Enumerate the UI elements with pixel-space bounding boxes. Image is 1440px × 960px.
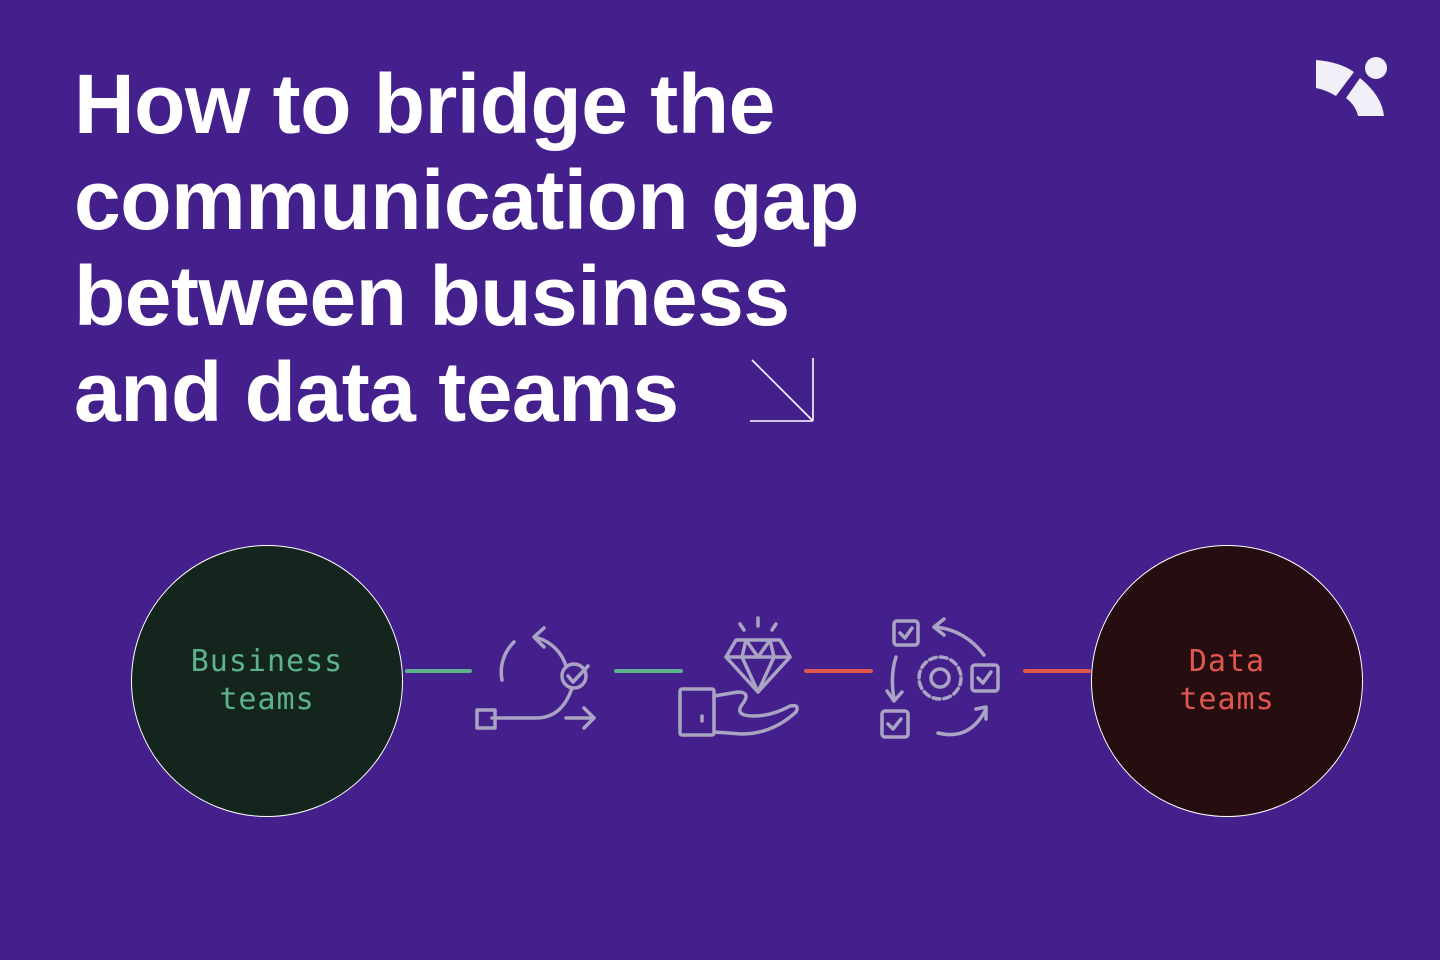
title-line: between business [74,249,790,343]
page-title: How to bridge the communication gap betw… [74,56,859,440]
connector-line [804,669,873,673]
connector-line [405,669,472,673]
title-line: How to bridge the [74,57,775,151]
node-label: teams [219,682,315,717]
title-line: and data teams [74,345,679,439]
diamond-in-hand-icon [678,616,799,737]
business-teams-node: Business teams [131,545,403,817]
arrow-down-right-icon [750,358,814,422]
process-automation-icon [880,617,1000,739]
data-teams-node: Data teams [1091,545,1363,817]
iteration-cycle-icon [475,626,596,730]
title-line: communication gap [74,153,859,247]
node-label: teams [1179,682,1275,717]
node-label: Business [190,644,344,679]
connector-line [614,669,683,673]
brand-logo [1316,57,1387,116]
node-label: Data [1188,644,1266,679]
connector-line [1023,669,1091,673]
